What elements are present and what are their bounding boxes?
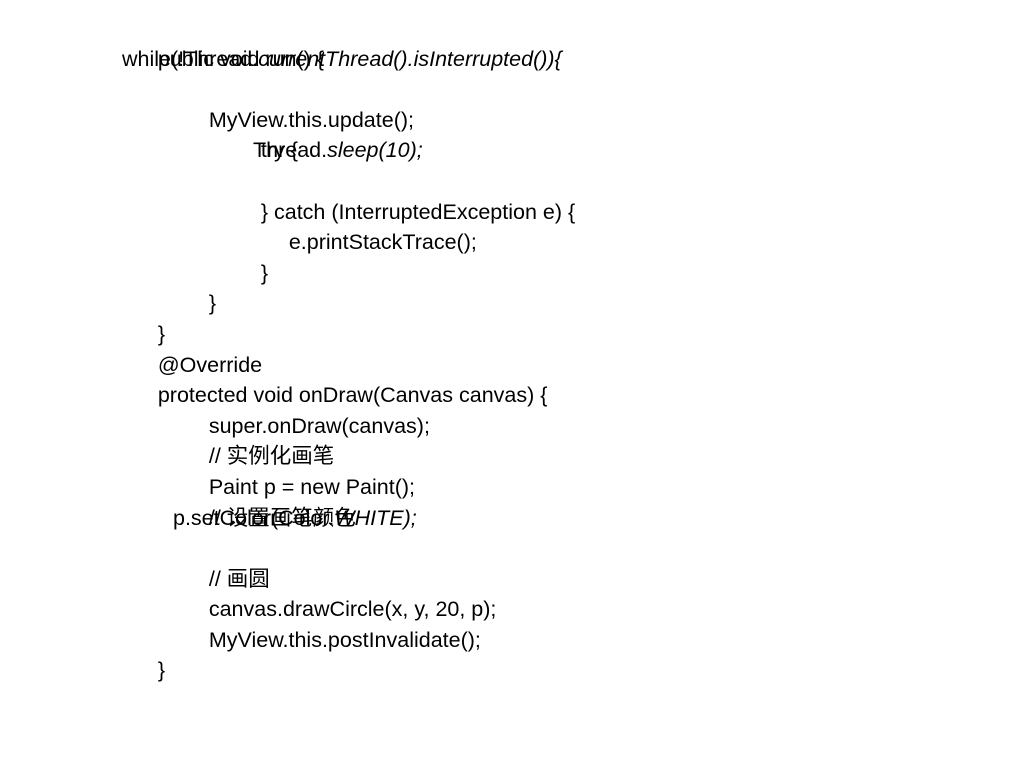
code-line-3: MyView.this.update(); [122,74,1002,132]
code-comment-line-14: // 实例化画笔 [122,411,1002,468]
code-line-13: super.onDraw(canvas); [122,380,1002,438]
code-line-10: } [122,288,1002,346]
code-comment: // 画圆 [208,566,270,591]
code-text: e.printStackTrace(); [288,230,477,255]
code-text: try { [260,138,298,163]
code-comment: // 实例化画笔 [208,444,335,469]
code-line-21: } [122,625,1002,682]
code-text: super.onDraw(canvas); [208,413,430,438]
code-comment-line-18: // 画圆 [122,533,1002,591]
code-text: canvas.drawCircle(x, y, 20, p); [208,597,497,622]
code-text-italic: sleep(10); [327,138,423,163]
code-line-17: p.setColor(Color.WHITE); [122,503,1002,534]
code-text: p.setColor(Color. [173,505,335,530]
code-text: } [157,658,166,683]
code-line-19: canvas.drawCircle(x, y, 20, p); [122,564,1002,621]
code-line-9: } [122,258,1002,315]
code-line-6: } catch (InterruptedException e) { [122,166,1002,224]
code-text: while(!Thread. [122,46,259,71]
code-text: MyView.this.update(); [208,107,414,132]
code-comment-line-16: // 设置画笔颜色 [122,472,1002,530]
code-block: public void run() { while(!Thread.curren… [122,13,1002,683]
code-text: } [260,260,269,285]
code-line-15: Paint p = new Paint(); [122,441,1002,499]
code-line-1: public void run() { [122,13,1002,71]
code-text-italic: currentThread().isInterrupted()){ [258,46,562,71]
code-text: public void run() { [157,46,324,71]
code-text: } [208,291,217,316]
code-line-7: e.printStackTrace(); [122,197,1002,254]
code-line-20: MyView.this.postInvalidate(); [122,594,1002,652]
code-text: } [157,321,166,346]
code-line-8: } [122,227,1002,285]
code-text-italic: WHITE); [334,505,417,530]
code-text: Thread. [253,138,328,163]
code-line-4: try { [122,105,1002,162]
code-line-2: while(!Thread.currentThread().isInterrup… [122,44,1002,75]
code-text: protected void onDraw(Canvas canvas) { [157,383,548,408]
code-line-5: Thread.sleep(10); [122,135,1002,166]
code-text: Paint p = new Paint(); [208,474,415,499]
code-text: MyView.this.postInvalidate(); [208,627,481,652]
code-text: @Override [157,352,263,377]
code-text: } catch (InterruptedException e) { [260,199,576,224]
code-line-12: protected void onDraw(Canvas canvas) { [122,350,1002,407]
code-line-11: @Override [122,319,1002,377]
code-comment: // 设置画笔颜色 [208,505,356,530]
